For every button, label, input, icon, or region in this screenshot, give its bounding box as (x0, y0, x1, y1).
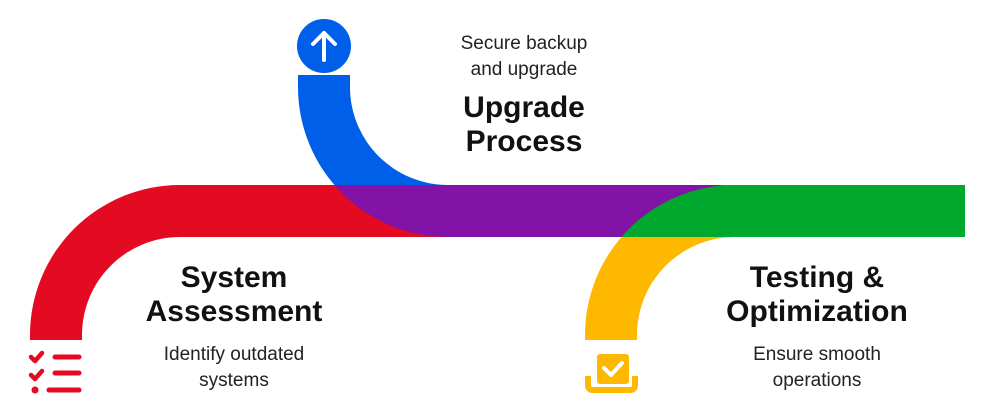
title-line: Optimization (726, 295, 908, 328)
title-line: Assessment (145, 295, 323, 328)
upgrade-title: Upgrade Process (374, 91, 674, 159)
desc-line: operations (772, 370, 862, 391)
testing-description: Ensure smooth operations (667, 342, 967, 394)
desc-line: Identify outdated (163, 344, 305, 365)
testing-title: Testing & Optimization (667, 261, 967, 329)
desc-line: systems (199, 370, 269, 391)
checkbox-tray-icon (585, 354, 638, 393)
title-line: Process (465, 125, 583, 158)
purple-overlap (298, 185, 720, 237)
desc-line: Secure backup (460, 33, 588, 54)
checklist-icon (28, 350, 82, 394)
green-overlap (585, 185, 965, 237)
desc-line: and upgrade (470, 59, 578, 80)
arrow-up-icon (297, 19, 351, 73)
title-line: System (180, 261, 288, 294)
title-line: Upgrade (463, 91, 585, 124)
upgrade-description: Secure backup and upgrade (374, 31, 674, 83)
assessment-description: Identify outdated systems (84, 342, 384, 394)
assessment-title: System Assessment (84, 261, 384, 329)
title-line: Testing & (749, 261, 885, 294)
desc-line: Ensure smooth (753, 344, 881, 365)
